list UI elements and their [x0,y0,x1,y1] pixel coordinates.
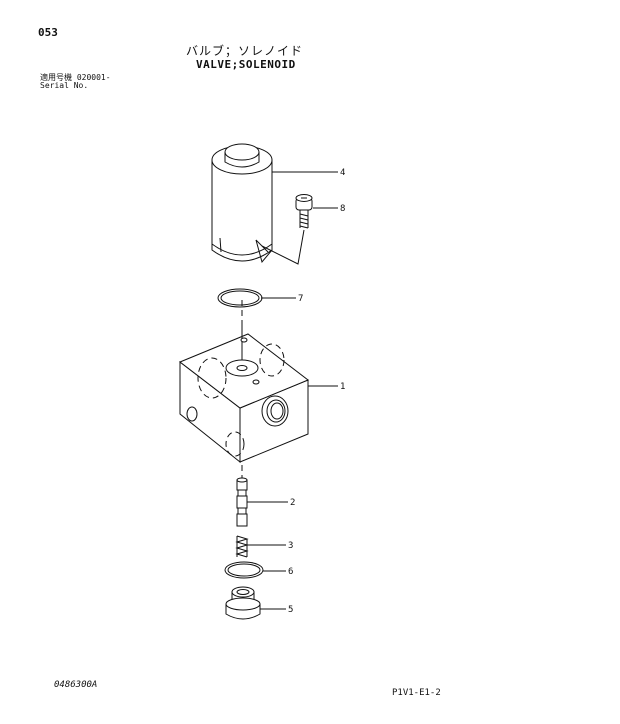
serial-label-japanese: 適用号機 020001- [40,73,111,82]
screw-alignment-line [261,229,305,265]
part-2-spool [236,477,248,527]
callout-1: 1 [340,382,345,392]
part-1-valve-body [179,320,309,464]
part-4-solenoid-coil [211,143,273,264]
serial-label-english: Serial No. [40,81,89,90]
callout-5: 5 [288,605,293,615]
callout-2: 2 [290,498,295,508]
part-5-plug [225,586,261,620]
callout-7: 7 [298,294,303,304]
part-3-spring [235,535,249,558]
callout-8: 8 [340,204,345,214]
part-8-screw [295,194,313,229]
figure-number: 0486300A [54,680,98,690]
part-6-o-ring [224,561,264,579]
callout-4: 4 [340,168,345,178]
callout-6: 6 [288,567,293,577]
title-japanese: バルブ；ソレノイド [186,44,304,58]
page-number: 053 [38,26,58,39]
part-7-o-ring [217,288,263,308]
title-english: VALVE;SOLENOID [196,58,296,71]
sheet-reference: P1V1-E1-2 [392,688,441,698]
callout-3: 3 [288,541,293,551]
